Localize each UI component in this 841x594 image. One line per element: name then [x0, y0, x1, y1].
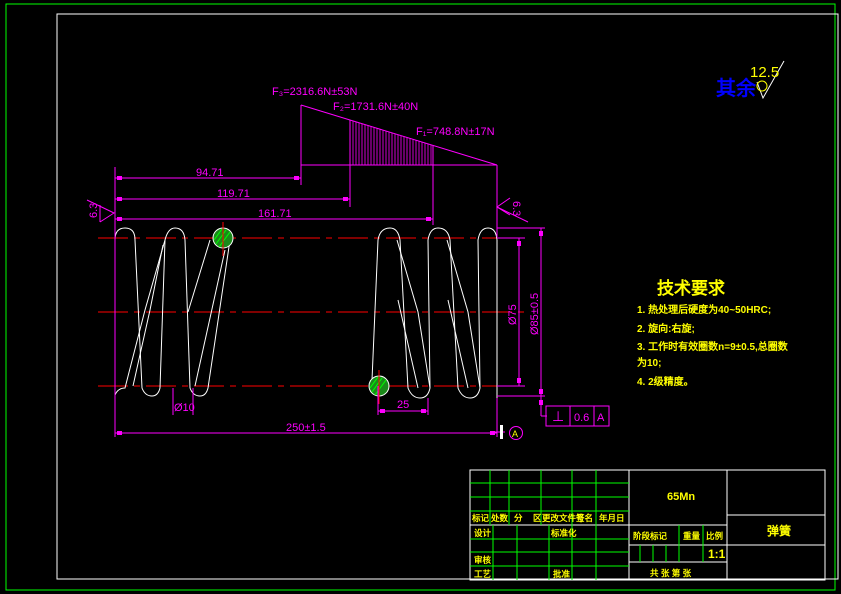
roughness-prefix: 其余	[716, 76, 757, 100]
rev-header: 分	[514, 513, 523, 523]
outer-frame	[5, 3, 836, 591]
weight-label: 重量	[683, 531, 701, 541]
rev-header: 更改文件号	[542, 513, 585, 523]
tech-req-item: 3. 工作时有效圈数n=9±0.5,总圈数	[637, 340, 789, 353]
process-label: 工艺	[474, 569, 492, 579]
tolerance-symbol: ⊥	[552, 408, 564, 424]
rev-header: 年月日	[599, 513, 625, 523]
stage-mark-label: 阶段标记	[633, 531, 668, 541]
tolerance-frame	[545, 405, 610, 427]
dim-pitch: 25	[397, 399, 409, 411]
tolerance-datum: A	[597, 412, 605, 424]
tolerance-value: 0.6	[574, 412, 589, 424]
sheets-label: 共 张 第 张	[650, 568, 692, 578]
load-diagram	[300, 104, 498, 237]
load-hatch	[352, 120, 432, 165]
datum-label: A	[512, 429, 518, 439]
force-f2-label: F₂=1731.6N±40N	[333, 101, 418, 113]
datum-bar	[500, 425, 503, 439]
tech-req-item: 1. 热处理后硬度为40~50HRC;	[637, 303, 771, 316]
inner-frame	[56, 13, 839, 580]
roughness-symbol-right	[496, 197, 529, 223]
dimension-arrows	[117, 176, 543, 435]
datum-circle	[509, 426, 523, 440]
roughness-symbol-left	[86, 199, 116, 223]
tech-req-item: 为10;	[637, 356, 661, 369]
spring-coils-left	[114, 227, 231, 397]
dim-161-71: 161.71	[258, 208, 292, 220]
surface-roughness-general	[756, 60, 785, 100]
spring-coils-right	[371, 227, 498, 399]
scale-value: 1:1	[708, 547, 726, 561]
dim-outer-diameter: Ø85±0.5	[529, 293, 541, 335]
dim-119-71: 119.71	[217, 188, 250, 200]
rev-header: 标记	[471, 513, 490, 523]
tech-req-item: 2. 旋向:右旋;	[637, 322, 695, 335]
centerlines	[98, 237, 525, 387]
roughness-left-value: 6.3	[88, 203, 100, 218]
dim-free-length: 250±1.5	[286, 422, 326, 434]
design-label: 设计	[474, 528, 492, 538]
standardization-label: 标准化	[550, 528, 577, 538]
dim-wire-diameter: Ø10	[174, 402, 195, 414]
rev-header: 区	[533, 513, 542, 523]
material-label: 65Mn	[667, 491, 695, 503]
force-f1-label: F₁=748.8N±17N	[416, 126, 495, 138]
approve-label: 批准	[553, 569, 571, 579]
rev-header: 处数	[490, 513, 509, 523]
review-label: 审核	[474, 555, 492, 565]
roughness-value: 12.5	[750, 64, 779, 81]
dim-inner-diameter: Ø75	[507, 304, 519, 325]
tech-req-item: 4. 2级精度。	[637, 375, 694, 388]
tech-requirements-heading: 技术要求	[657, 278, 725, 298]
part-name: 弹簧	[767, 523, 791, 538]
force-f3-label: F₃=2316.6N±53N	[272, 86, 357, 98]
roughness-right-value: 6.3	[510, 201, 522, 216]
dimension-lines	[114, 167, 547, 437]
ratio-label: 比例	[706, 531, 724, 541]
rev-header: 签名	[575, 513, 593, 523]
title-block	[469, 469, 826, 581]
dim-94-71: 94.71	[196, 167, 224, 179]
